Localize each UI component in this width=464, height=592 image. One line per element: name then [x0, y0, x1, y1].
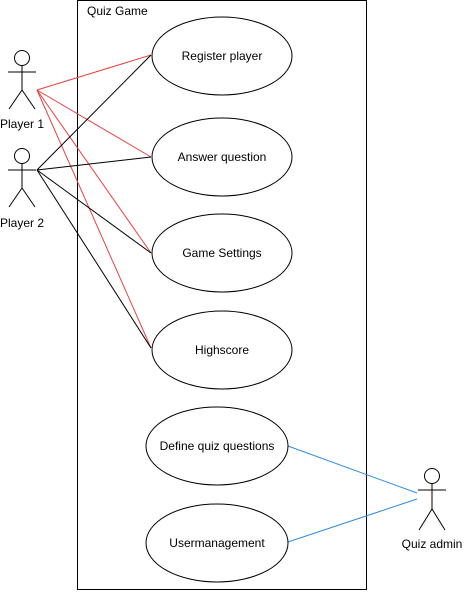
- stick-figure-icon: [8, 50, 36, 110]
- actor-label: Player 1: [0, 117, 44, 131]
- association-player1-game-settings: [36, 89, 152, 254]
- use-case-answer-question[interactable]: Answer question: [151, 117, 293, 197]
- stick-figure-icon: [8, 148, 36, 208]
- stick-figure-icon: [418, 468, 446, 531]
- use-case-label: Usermanagement: [169, 536, 265, 550]
- use-case-label: Define quiz questions: [160, 439, 275, 453]
- actor-label: Quiz admin: [402, 537, 463, 551]
- use-case-highscore[interactable]: Highscore: [151, 310, 293, 390]
- association-player1-register: [36, 54, 152, 91]
- actor-player-2[interactable]: Player 2: [0, 148, 44, 231]
- actor-label: Player 2: [0, 216, 44, 230]
- use-case-ellipse: [145, 406, 289, 486]
- use-case-label: Highscore: [195, 343, 249, 357]
- use-case-register-player[interactable]: Register player: [151, 16, 293, 96]
- association-lines: [36, 54, 418, 543]
- use-case-ellipse: [151, 16, 293, 96]
- use-case-define-quiz-questions[interactable]: Define quiz questions: [145, 406, 289, 486]
- association-admin-define-quiz-questions: [287, 445, 418, 494]
- use-case-label: Game Settings: [182, 246, 261, 260]
- association-player1-answer-question: [36, 89, 152, 158]
- association-player2-register: [36, 54, 152, 171]
- use-case-ellipse: [151, 117, 293, 197]
- actor-quiz-admin[interactable]: Quiz admin: [402, 468, 463, 552]
- association-player1-highscore: [36, 89, 152, 349]
- actor-player-1[interactable]: Player 1: [0, 50, 44, 132]
- use-case-ellipse: [151, 213, 293, 293]
- association-player2-game-settings: [36, 169, 152, 254]
- system-boundary: [77, 0, 367, 590]
- use-case-game-settings[interactable]: Game Settings: [151, 213, 293, 293]
- use-case-label: Answer question: [178, 150, 267, 164]
- use-case-ellipse: [151, 310, 293, 390]
- association-admin-usermanagement: [287, 498, 418, 543]
- system-title: Quiz Game: [87, 4, 148, 18]
- association-player2-answer-question: [36, 156, 152, 171]
- use-case-ellipse: [145, 503, 289, 583]
- association-player2-highscore: [36, 169, 152, 349]
- use-case-label: Register player: [182, 49, 263, 63]
- use-case-usermanagement[interactable]: Usermanagement: [145, 503, 289, 583]
